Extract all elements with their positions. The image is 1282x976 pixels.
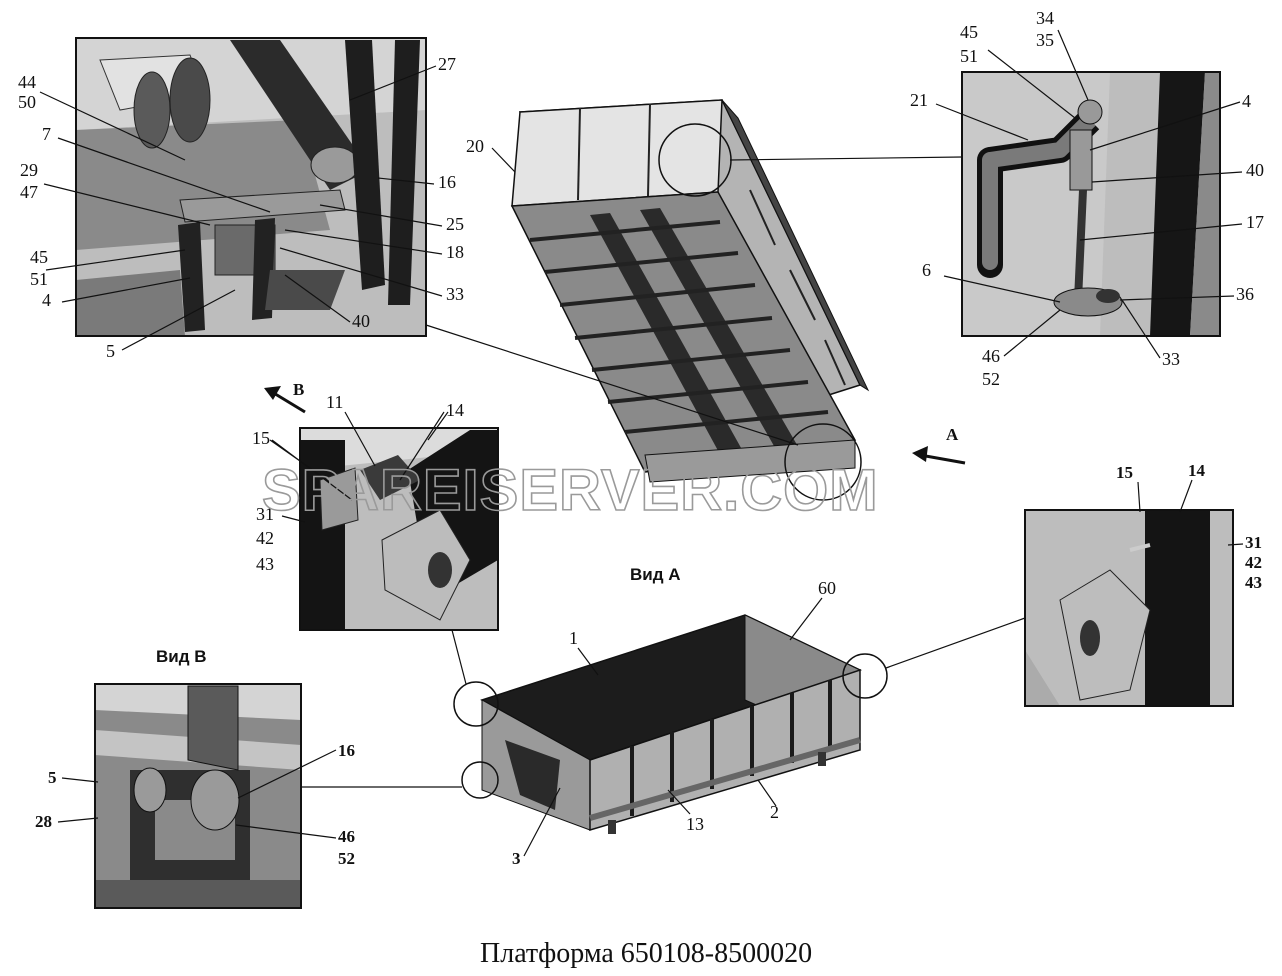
detail-clamp-right-panel <box>1024 509 1234 707</box>
detail-view-b-panel <box>94 683 302 909</box>
arrow-view-b: В <box>264 380 306 414</box>
callout-label: 45 <box>30 247 48 267</box>
callout-label: 40 <box>1246 160 1264 180</box>
detail-clamp-left-panel <box>299 427 499 631</box>
callout-label: 33 <box>446 284 464 304</box>
platform-underside <box>510 99 870 501</box>
callout-label: 46 <box>338 827 355 846</box>
callout-label: 20 <box>466 136 484 156</box>
callout-label: 42 <box>256 528 274 548</box>
callout-label: 51 <box>960 46 978 66</box>
callout-label: 40 <box>352 311 370 331</box>
callout-label: 5 <box>48 768 57 787</box>
callout-label: 14 <box>446 400 464 420</box>
callouts-hinge-panel: 44 50 7 29 47 45 51 4 5 27 16 25 18 33 4… <box>18 54 464 361</box>
dump-body <box>453 614 888 834</box>
callout-label: 4 <box>1242 91 1251 111</box>
callout-label: 34 <box>1036 8 1054 28</box>
detail-hinge-panel <box>75 37 427 337</box>
callout-label: 31 <box>1245 533 1262 552</box>
callout-label: 43 <box>256 554 274 574</box>
callout-label: 35 <box>1036 30 1054 50</box>
callout-label: 50 <box>18 92 36 112</box>
callout-label: 17 <box>1246 212 1264 232</box>
callout-label: 51 <box>30 269 48 289</box>
detail-lock-panel <box>961 71 1221 337</box>
callout-label: 4 <box>42 290 51 310</box>
callouts-clamp-left: 11 14 15 31 42 43 <box>252 392 464 574</box>
callout-label: 60 <box>818 578 836 598</box>
callouts-clamp-right: 15 14 31 42 43 <box>1116 461 1262 592</box>
view-a-label: Вид А <box>630 565 681 584</box>
callouts-platform: 20 <box>425 136 963 446</box>
callout-label: 52 <box>338 849 355 868</box>
arrow-view-a: А <box>912 425 966 465</box>
callout-label: 3 <box>512 849 521 868</box>
callout-label: 25 <box>446 214 464 234</box>
callout-label: 29 <box>20 160 38 180</box>
callouts-view-b: 5 28 16 46 52 <box>35 741 355 868</box>
callout-label: 6 <box>922 260 931 280</box>
callout-label: 21 <box>910 90 928 110</box>
callout-label: 45 <box>960 22 978 42</box>
callout-label: 15 <box>252 428 270 448</box>
callouts-dump-body: 60 1 2 13 3 <box>300 578 1026 868</box>
watermark: SPAREISERVER.COM <box>262 458 879 523</box>
callout-label: 46 <box>982 346 1000 366</box>
callout-label: 18 <box>446 242 464 262</box>
callout-label: 13 <box>686 814 704 834</box>
callout-label: 14 <box>1188 461 1206 480</box>
callout-label: 33 <box>1162 349 1180 369</box>
callout-label: 11 <box>326 392 343 412</box>
callout-label: 27 <box>438 54 456 74</box>
callout-label: 2 <box>770 802 779 822</box>
page-title: Платформа 650108-8500020 <box>480 938 812 969</box>
callout-label: 44 <box>18 72 36 92</box>
arrow-label: А <box>946 425 959 444</box>
arrow-label: В <box>293 380 304 399</box>
view-b-label: Вид В <box>156 647 207 666</box>
callout-label: 15 <box>1116 463 1133 482</box>
callout-label: 16 <box>438 172 456 192</box>
callout-label: 52 <box>982 369 1000 389</box>
callout-label: 43 <box>1245 573 1262 592</box>
callout-label: 36 <box>1236 284 1254 304</box>
callout-label: 5 <box>106 341 115 361</box>
callout-label: 1 <box>569 628 578 648</box>
callout-label: 16 <box>338 741 355 760</box>
callout-label: 28 <box>35 812 52 831</box>
callouts-lock-panel: 34 35 45 51 21 4 40 17 6 36 46 52 33 <box>910 8 1264 389</box>
callout-label: 31 <box>256 504 274 524</box>
callout-label: 47 <box>20 182 38 202</box>
callout-label: 7 <box>42 124 51 144</box>
callout-label: 42 <box>1245 553 1262 572</box>
